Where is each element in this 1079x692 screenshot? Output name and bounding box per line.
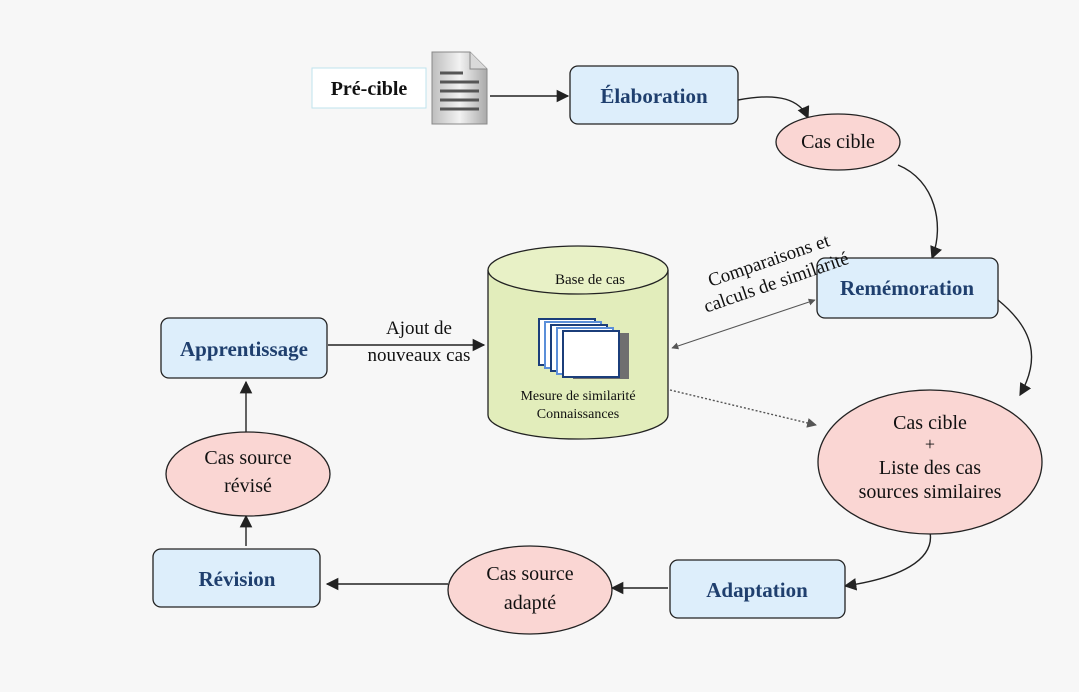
cible-liste-line: sources similaires bbox=[859, 481, 1002, 503]
base-title: Base de cas bbox=[555, 272, 625, 288]
edge-elaboration-cascible bbox=[737, 96, 810, 120]
revision-label: Révision bbox=[198, 567, 275, 591]
base-line-similarite: Mesure de similarité bbox=[520, 389, 635, 404]
source-revise-line: révisé bbox=[224, 475, 272, 497]
base-de-cas-cylinder: Base de cas Mesure de similarité Connais… bbox=[487, 245, 669, 440]
case-documents-icon bbox=[538, 318, 629, 379]
source-adapte-state: Cas source adapté bbox=[447, 545, 613, 635]
adaptation-label: Adaptation bbox=[706, 578, 808, 602]
edge-base-rememoration bbox=[671, 298, 816, 350]
cible-liste-line: + bbox=[925, 434, 935, 454]
edge-cascible-rememoration bbox=[897, 164, 943, 260]
ajout-label-line: nouveaux cas bbox=[368, 345, 471, 366]
cas-cible-label: Cas cible bbox=[801, 131, 875, 153]
edge-base-ciblelist bbox=[669, 389, 817, 428]
connectors bbox=[239, 89, 1033, 595]
cas-cible-state: Cas cible bbox=[775, 113, 901, 171]
adaptation-box: Adaptation bbox=[669, 559, 846, 619]
rememoration-label: Remémoration bbox=[840, 276, 974, 300]
edge-rememoration-ciblelist bbox=[997, 299, 1033, 397]
precible-label: Pré-cible bbox=[331, 78, 408, 100]
rememoration-box: Remémoration bbox=[816, 257, 999, 319]
ajout-label-line: Ajout de bbox=[386, 318, 452, 339]
document-icon bbox=[431, 51, 488, 125]
source-revise-line: Cas source bbox=[204, 447, 291, 469]
cible-liste-line: Cas cible bbox=[893, 412, 967, 434]
elaboration-label: Élaboration bbox=[600, 84, 708, 108]
source-adapte-line: adapté bbox=[504, 592, 556, 614]
revision-box: Révision bbox=[152, 548, 321, 608]
base-line-connaissances: Connaissances bbox=[537, 407, 619, 422]
cible-liste-state: Cas cible + Liste des cas sources simila… bbox=[817, 389, 1043, 535]
edge-ciblelist-adaptation bbox=[843, 531, 932, 591]
source-revise-state: Cas source révisé bbox=[165, 431, 331, 517]
precible-node: Pré-cible bbox=[311, 67, 427, 109]
apprentissage-box: Apprentissage bbox=[160, 317, 328, 379]
apprentissage-label: Apprentissage bbox=[180, 337, 308, 361]
cible-liste-line: Liste des cas bbox=[879, 457, 981, 479]
source-adapte-line: Cas source bbox=[486, 563, 573, 585]
elaboration-box: Élaboration bbox=[569, 65, 739, 125]
